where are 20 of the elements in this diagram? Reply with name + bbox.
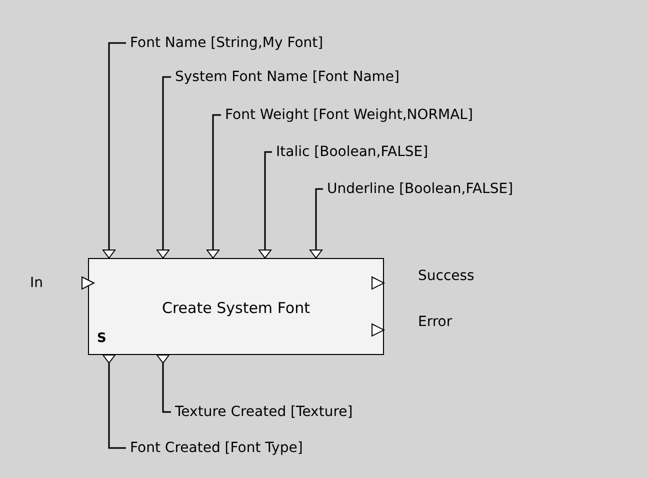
port-label: Error xyxy=(418,313,452,331)
port-label: In xyxy=(30,274,44,292)
action-block xyxy=(88,258,384,355)
leader-line xyxy=(156,76,171,258)
variable-label: Italic [Boolean,FALSE] xyxy=(276,143,428,161)
port-label: Success xyxy=(418,267,474,285)
leader-line xyxy=(206,114,221,258)
leader-line xyxy=(310,188,323,258)
variable-label: Font Weight [Font Weight,NORMAL] xyxy=(225,106,473,124)
block-marker: S xyxy=(97,331,106,346)
variable-label: System Font Name [Font Name] xyxy=(175,68,400,86)
leader-line xyxy=(102,354,126,449)
leader-line xyxy=(258,151,272,258)
variable-label: Font Created [Font Type] xyxy=(130,439,303,457)
leader-line xyxy=(102,42,126,258)
variable-label: Texture Created [Texture] xyxy=(175,403,353,421)
block-title: Create System Font xyxy=(161,299,311,317)
leader-line xyxy=(156,354,171,413)
variable-label: Font Name [String,My Font] xyxy=(130,34,324,52)
variable-label: Underline [Boolean,FALSE] xyxy=(327,180,514,198)
